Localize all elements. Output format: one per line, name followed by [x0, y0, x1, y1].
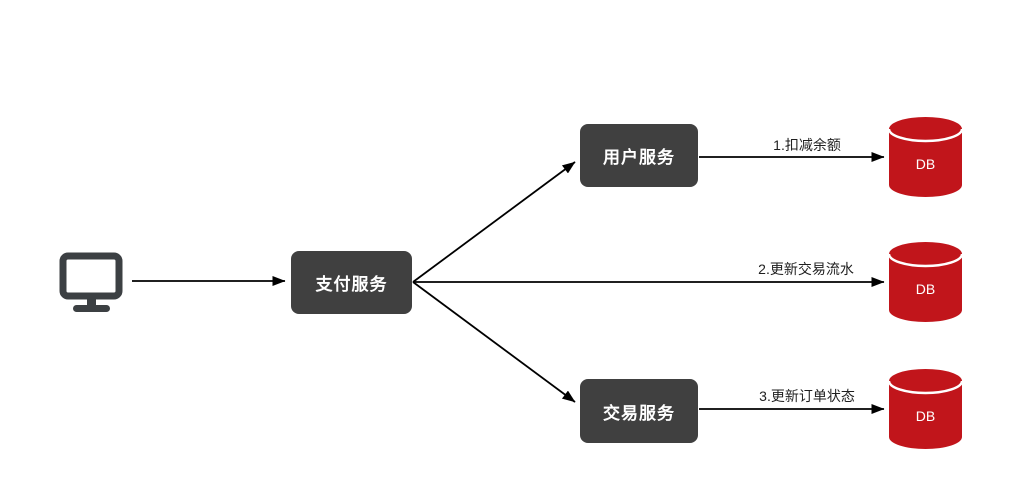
node-payment-service: 支付服务	[291, 251, 412, 314]
edge-label-update-transaction-flow: 2.更新交易流水	[758, 261, 854, 277]
monitor-icon	[59, 252, 123, 312]
edge-payment-to-trade	[412, 281, 576, 403]
node-trade-service: 交易服务	[580, 379, 698, 443]
db-label: DB	[915, 281, 936, 297]
edge-payment-to-user	[412, 161, 576, 283]
edge-label-deduct-balance: 1.扣减余额	[773, 137, 841, 153]
database-cylinder-icon: DB	[888, 116, 963, 198]
edge-label-update-order-status: 3.更新订单状态	[759, 388, 855, 404]
db-label: DB	[915, 156, 936, 172]
database-cylinder-icon: DB	[888, 368, 963, 450]
node-payment-label: 支付服务	[315, 275, 388, 294]
node-user-service: 用户服务	[580, 124, 698, 187]
database-cylinder-icon: DB	[888, 241, 963, 323]
node-user-label: 用户服务	[603, 148, 675, 167]
node-trade-label: 交易服务	[603, 403, 675, 423]
db-label: DB	[915, 408, 936, 424]
